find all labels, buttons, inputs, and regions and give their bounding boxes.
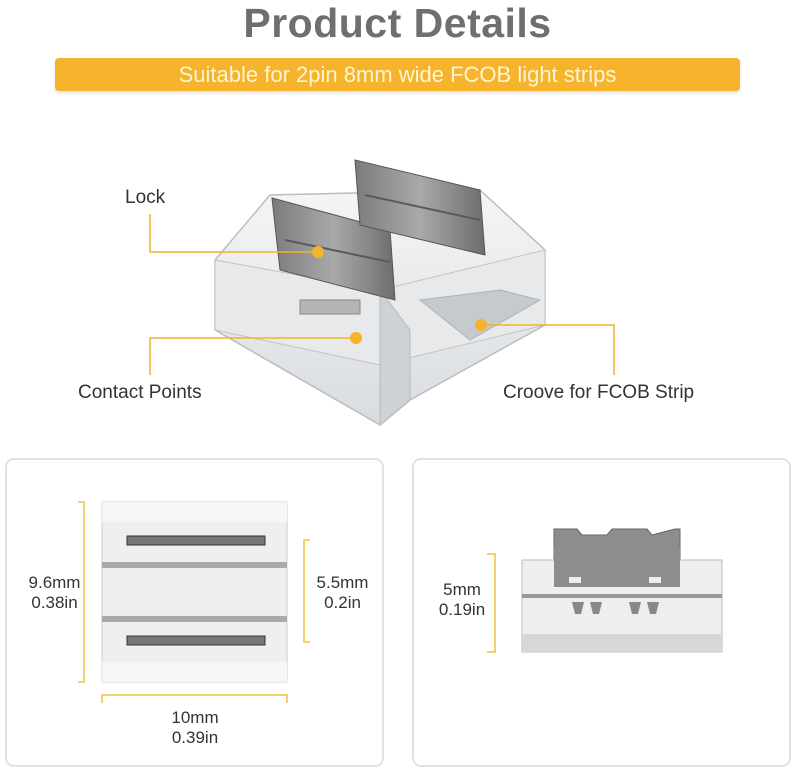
height-dimension: 9.6mm 0.38in bbox=[17, 573, 92, 613]
subtitle-banner: Suitable for 2pin 8mm wide FCOB light st… bbox=[55, 58, 740, 91]
inner-dimension: 5.5mm 0.2in bbox=[305, 573, 380, 613]
top-view-drawing bbox=[78, 501, 310, 703]
contact-callout-line bbox=[149, 337, 356, 375]
inner-mm: 5.5mm bbox=[316, 573, 369, 592]
groove-label: Croove for FCOB Strip bbox=[503, 382, 695, 403]
width-in: 0.39in bbox=[171, 728, 219, 747]
width-dimension: 10mm 0.39in bbox=[155, 708, 235, 748]
contact-points-label: Contact Points bbox=[78, 382, 202, 403]
width-mm: 10mm bbox=[171, 708, 219, 727]
side-height-in: 0.19in bbox=[438, 600, 486, 619]
lock-callout-line bbox=[149, 214, 318, 253]
connector-illustration bbox=[149, 159, 615, 427]
groove-dot bbox=[475, 319, 487, 331]
contact-dot bbox=[350, 332, 362, 344]
groove-callout-line bbox=[481, 324, 615, 375]
side-height-mm: 5mm bbox=[443, 580, 481, 599]
side-view-drawing bbox=[487, 528, 723, 653]
side-height-dimension: 5mm 0.19in bbox=[432, 580, 492, 620]
page-title: Product Details bbox=[243, 0, 552, 46]
top-view-panel: 9.6mm 0.38in 5.5mm 0.2in 10mm 0.39in bbox=[5, 458, 384, 767]
height-in: 0.38in bbox=[31, 593, 78, 612]
side-view-panel: 5mm 0.19in bbox=[412, 458, 791, 767]
lock-label: Lock bbox=[125, 187, 166, 208]
height-mm: 9.6mm bbox=[28, 573, 81, 592]
lock-dot bbox=[312, 246, 324, 258]
inner-in: 0.2in bbox=[324, 593, 361, 612]
